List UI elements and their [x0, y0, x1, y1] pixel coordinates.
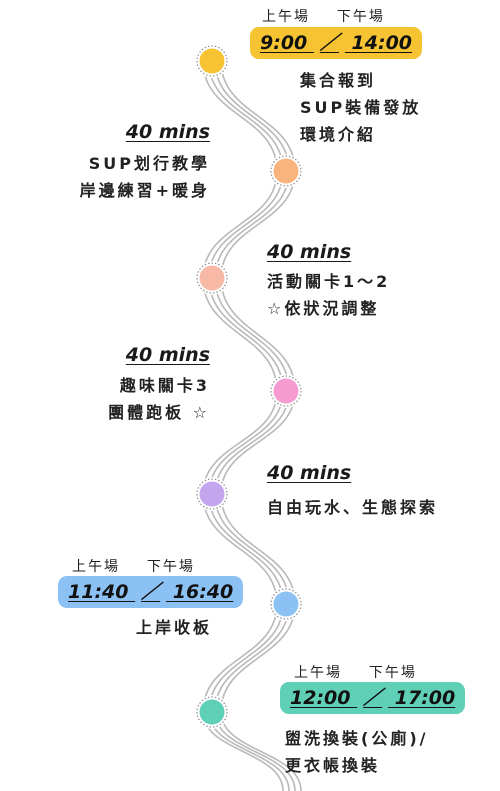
stop-dot-ring [270, 588, 302, 620]
time-pm: 17:00 [394, 687, 456, 709]
stop-dot [273, 378, 299, 404]
stop-dot [273, 591, 299, 617]
session-labels-6: 上午場 下午場 [72, 556, 195, 576]
duration-label-2: 40 mins [125, 121, 210, 143]
time-pill-6: 11:40 ／ 16:40 [58, 576, 244, 608]
stop-dot-ring [270, 155, 302, 187]
time-slash: ／ [363, 687, 383, 709]
wave-line [202, 60, 284, 791]
description-2: SUP划行教學 岸邊練習+暖身 [80, 150, 210, 204]
stop-dot [199, 48, 225, 74]
description-line: 岸邊練習+暖身 [79, 181, 210, 200]
description-line: SUP划行教學 [88, 154, 210, 173]
time-pm: 14:00 [351, 32, 413, 54]
time-am: 9:00 [260, 32, 308, 54]
session-pm-label: 下午場 [368, 665, 417, 681]
description-line: SUP裝備發放 [300, 98, 422, 117]
description-1: 集合報到 SUP裝備發放 環境介紹 [300, 67, 421, 148]
description-line: 環境介紹 [300, 125, 377, 144]
description-4: 趣味關卡3 團體跑板 ☆ [108, 372, 210, 426]
description-6: 上岸收板 [136, 614, 212, 641]
session-am-label: 上午場 [294, 665, 342, 681]
time-pm: 16:40 [172, 581, 234, 603]
time-am: 12:00 [290, 687, 351, 709]
session-pm-label: 下午場 [146, 559, 195, 575]
duration-label-3: 40 mins [267, 241, 352, 263]
description-line: 上岸收板 [135, 618, 212, 637]
time-pill-7: 12:00 ／ 17:00 [280, 682, 466, 714]
stop-dot-ring [196, 696, 228, 728]
description-line: 自由玩水、生態探索 [267, 498, 439, 517]
time-slash: ／ [141, 581, 161, 603]
duration-label-4: 40 mins [125, 344, 210, 366]
stop-dot-ring [270, 375, 302, 407]
description-line: ☆依狀況調整 [267, 299, 380, 318]
time-am: 11:40 [68, 581, 129, 603]
description-7: 盥洗換裝(公廁)/ 更衣帳換裝 [285, 725, 428, 779]
time-pill-1: 9:00 ／ 14:00 [250, 27, 423, 59]
session-am-label: 上午場 [262, 9, 310, 25]
description-line: 團體跑板 ☆ [108, 403, 210, 422]
stop-dot [199, 699, 225, 725]
description-line: 集合報到 [300, 71, 377, 90]
time-slash: ／ [319, 32, 339, 54]
description-line: 盥洗換裝(公廁)/ [285, 729, 429, 748]
stop-dot [273, 158, 299, 184]
session-am-label: 上午場 [72, 559, 120, 575]
description-line: 趣味關卡3 [119, 376, 210, 395]
description-5: 自由玩水、生態探索 [267, 494, 438, 521]
description-3: 活動關卡1～2 ☆依狀況調整 [267, 268, 390, 322]
stop-dot [199, 265, 225, 291]
stop-dot-ring [196, 45, 228, 77]
description-line: 活動關卡1～2 [267, 272, 391, 291]
stop-dot-ring [196, 478, 228, 510]
session-labels-7: 上午場 下午場 [294, 662, 417, 682]
stop-dot-ring [196, 262, 228, 294]
description-line: 更衣帳換裝 [285, 756, 381, 775]
duration-label-5: 40 mins [267, 462, 352, 484]
session-labels-1: 上午場 下午場 [262, 6, 385, 26]
stop-dot [199, 481, 225, 507]
session-pm-label: 下午場 [336, 9, 385, 25]
